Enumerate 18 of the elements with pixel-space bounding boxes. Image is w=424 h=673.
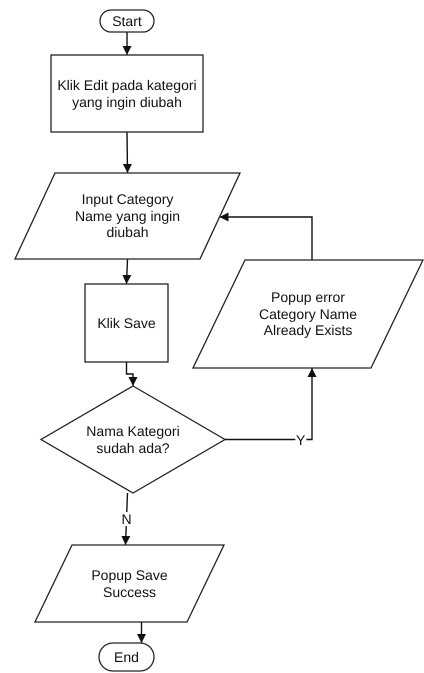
edge-label: Y (295, 432, 306, 446)
node-label: Klik Save (97, 314, 156, 332)
node-label: Nama Kategori sudah ada? (85, 422, 181, 456)
node-label: Input Category Name yang ingin diubah (74, 190, 182, 242)
arrow (122, 132, 132, 173)
node-label: Klik Edit pada kategori yang ingin diubah (56, 76, 198, 110)
node-label: Popup Save Success (90, 566, 169, 600)
node-label: End (114, 648, 139, 666)
edge-label: N (120, 512, 133, 526)
arrow (122, 258, 132, 284)
arrow (126, 362, 138, 386)
arrow (220, 212, 313, 260)
arrow (121, 492, 130, 546)
node-label: Start (112, 12, 142, 30)
arrow (225, 368, 316, 440)
node-label: Popup error Category Name Already Exists (258, 288, 358, 340)
arrow (122, 32, 132, 55)
arrow (137, 622, 146, 643)
